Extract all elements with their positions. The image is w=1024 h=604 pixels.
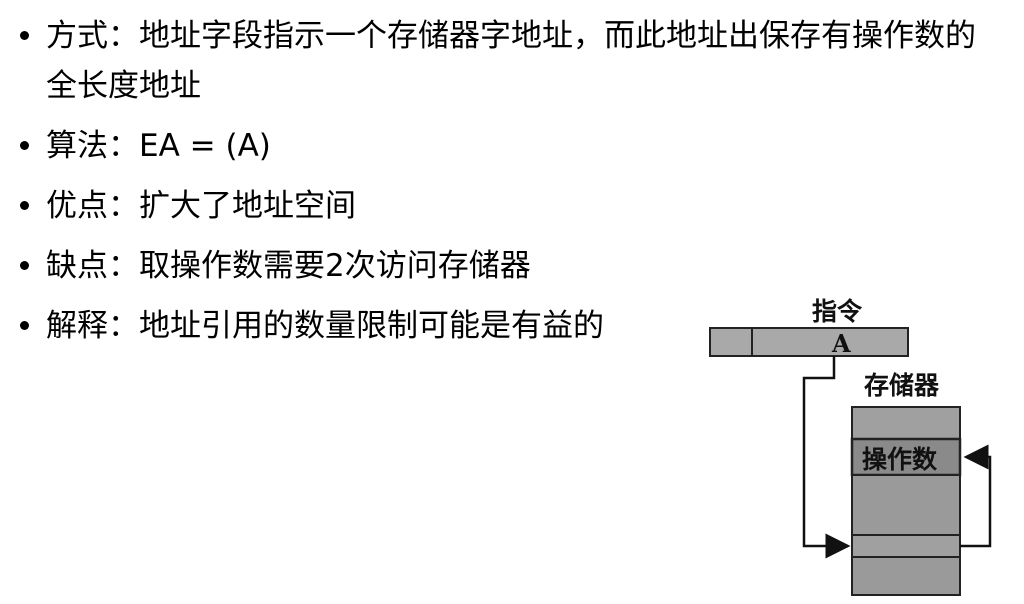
operand-label: 操作数 (862, 445, 938, 474)
instruction-label: 指令 (812, 297, 863, 326)
bullet-explanation: 解释：地址引用的数量限制可能是有益的 (14, 301, 674, 351)
bullet-algorithm: 算法：EA = (A) (14, 121, 1004, 171)
instruction-register (709, 327, 909, 357)
memory-cell (851, 406, 961, 440)
bullet-advantage: 优点：扩大了地址空间 (14, 181, 1004, 231)
pointer-cell (851, 534, 961, 558)
memory-block (850, 406, 962, 596)
memory-cell (851, 474, 961, 536)
bullet-dot (20, 201, 29, 210)
operand-cell (850, 437, 962, 477)
bullet-dot (20, 141, 29, 150)
bullet-text: 优点：扩大了地址空间 (46, 188, 356, 224)
bullet-method: 方式：地址字段指示一个存储器字地址，而此地址出保存有操作数的全长度地址 (14, 11, 1004, 111)
bullet-text: 方式：地址字段指示一个存储器字地址，而此地址出保存有操作数的全长度地址 (46, 18, 976, 104)
address-field-label: A (831, 329, 851, 358)
indirect-arrow (960, 444, 992, 548)
bullet-text: 算法：EA = (A) (46, 128, 271, 164)
indirect-addressing-diagram: 指令 A 存储器 操作数 (700, 290, 1024, 604)
bullet-dot (20, 321, 29, 330)
bullet-text: 解释：地址引用的数量限制可能是有益的 (46, 308, 604, 344)
bullet-disadvantage: 缺点：取操作数需要2次访问存储器 (14, 241, 1004, 291)
bullet-dot (20, 31, 29, 40)
memory-label: 存储器 (864, 371, 940, 400)
bullet-dot (20, 261, 29, 270)
memory-cell (851, 556, 961, 596)
address-arrow (802, 356, 851, 559)
bullet-text: 缺点：取操作数需要2次访问存储器 (46, 248, 531, 284)
